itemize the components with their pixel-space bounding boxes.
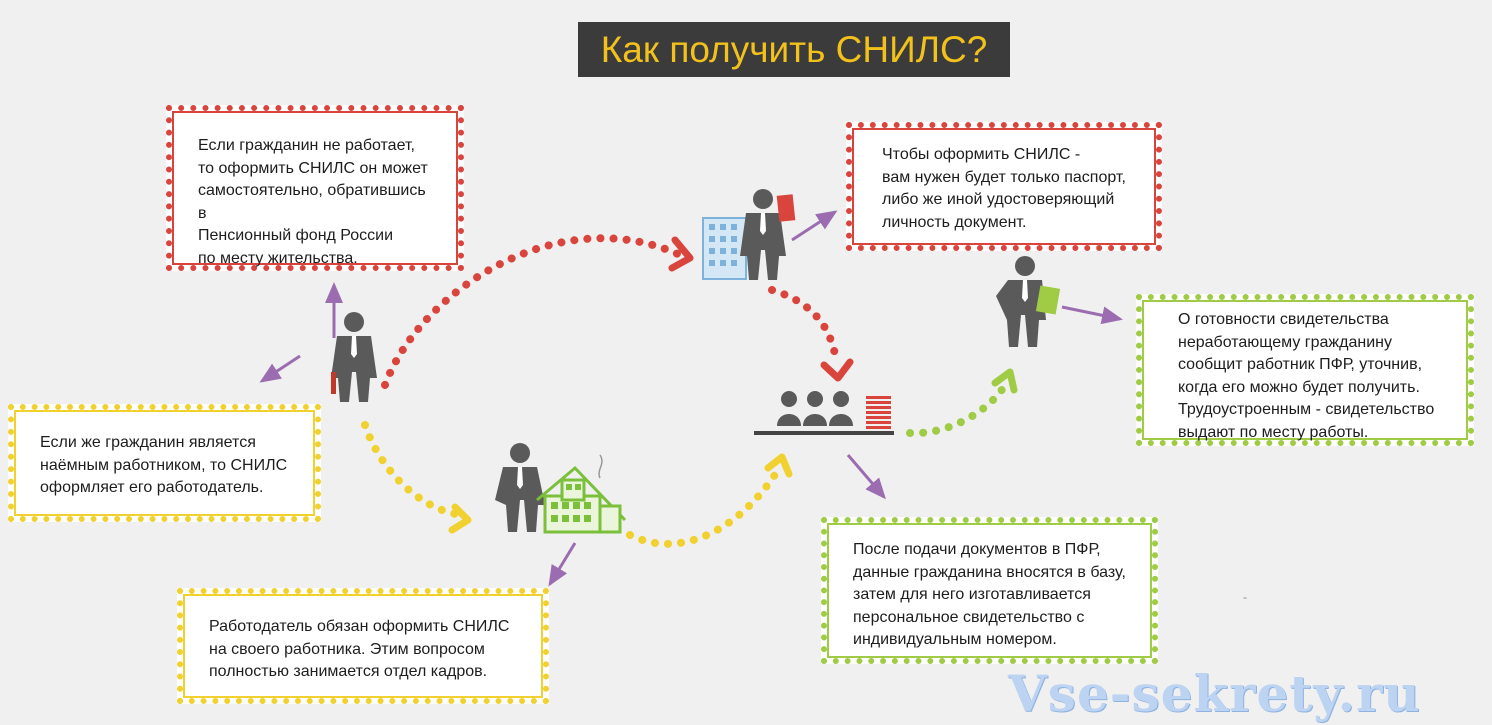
page-title: Как получить СНИЛС?: [578, 22, 1010, 77]
pfr-office-staff-icon: [754, 391, 894, 435]
yellow-flow-arrow-right: [626, 466, 782, 548]
person-icon-employer: [495, 443, 545, 532]
green-flow-arrowhead: [991, 368, 1018, 394]
yellow-flow-arrowhead-left: [448, 503, 472, 534]
unemployed-info-box: Если гражданин не работает, то оформить …: [166, 105, 464, 271]
green-flow-arrow: [906, 381, 1009, 438]
person-with-briefcase-icon: [331, 312, 377, 402]
ready-info-box: О готовности свидетельства неработающему…: [1136, 294, 1474, 446]
pointer-arrow-down-left: [548, 542, 577, 587]
yellow-flow-arrowhead-right: [764, 453, 793, 478]
pointer-arrow-down-right: [846, 454, 886, 500]
employed-info-box: Если же гражданин является наёмным работ…: [8, 404, 321, 522]
pointer-arrow-left: [259, 354, 301, 383]
stray-dot: -: [1243, 590, 1247, 604]
employer-info-box: Работодатель обязан оформить СНИЛС на св…: [177, 588, 549, 704]
yellow-flow-arrow-left: [361, 421, 466, 519]
documents-info-box: Чтобы оформить СНИЛС - вам нужен будет т…: [846, 122, 1162, 251]
database-info-box: После подачи документов в ПФР, данные гр…: [821, 517, 1158, 664]
red-flow-arrowhead-down: [820, 358, 854, 382]
site-watermark: Vse-sekrety.ru: [1008, 664, 1421, 723]
company-house-icon: [536, 454, 627, 534]
office-building-icon: [702, 217, 747, 280]
pointer-arrow-top-right: [791, 210, 838, 242]
pointer-arrow-right: [1061, 305, 1123, 325]
red-flow-arrow-top: [381, 234, 684, 389]
person-with-document-icon: [740, 189, 796, 280]
red-flow-arrow-down: [768, 286, 840, 364]
person-with-certificate-icon: [996, 256, 1061, 347]
red-flow-arrowhead-top: [668, 236, 694, 272]
